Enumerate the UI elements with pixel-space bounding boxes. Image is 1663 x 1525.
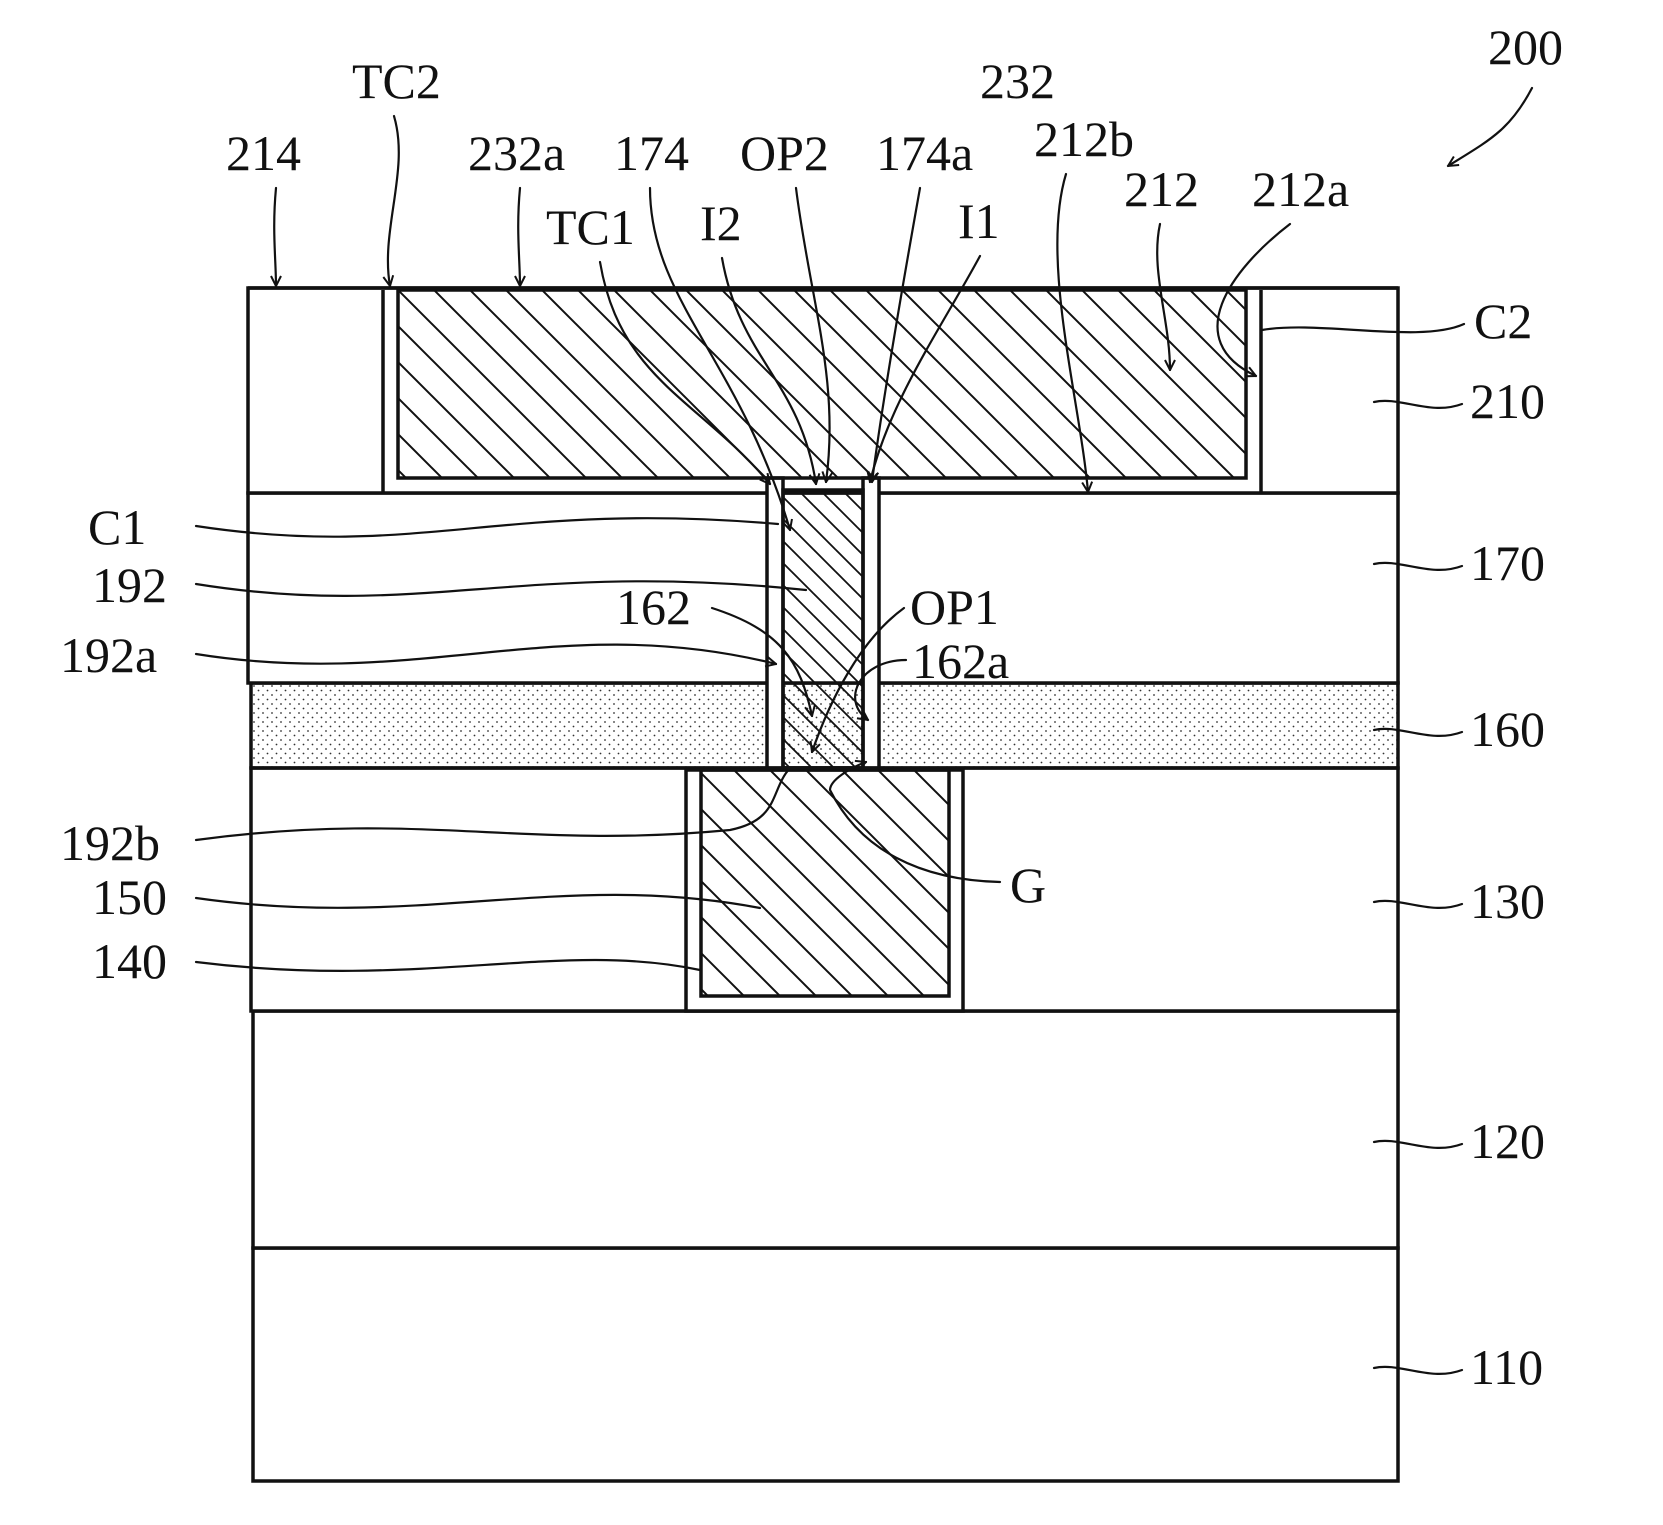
- leader-214: [274, 188, 276, 286]
- leader-tc2: [388, 116, 399, 286]
- label-c2: C2: [1474, 293, 1532, 349]
- label-212a: 212a: [1252, 161, 1349, 217]
- figure-ref-label: 200: [1488, 19, 1563, 75]
- label-120: 120: [1470, 1113, 1545, 1169]
- leader-232a: [518, 188, 520, 286]
- label-170: 170: [1470, 535, 1545, 591]
- fill-150: [701, 770, 949, 996]
- label-140: 140: [92, 933, 167, 989]
- label-174: 174: [614, 125, 689, 181]
- label-212b: 212b: [1034, 111, 1134, 167]
- layer-120: [253, 1011, 1398, 1248]
- label-192: 192: [92, 557, 167, 613]
- label-174a: 174a: [876, 125, 973, 181]
- label-130: 130: [1470, 873, 1545, 929]
- label-162a: 162a: [912, 633, 1009, 689]
- fill-232: [398, 290, 1246, 478]
- label-192b: 192b: [60, 815, 160, 871]
- label-110: 110: [1470, 1339, 1543, 1395]
- label-op2: OP2: [740, 125, 829, 181]
- figure-ref-arrow: [1448, 88, 1532, 166]
- label-g: G: [1010, 857, 1046, 913]
- label-160: 160: [1470, 701, 1545, 757]
- label-i1: I1: [958, 193, 1000, 249]
- label-192a: 192a: [60, 627, 157, 683]
- via-plug-192: [783, 490, 863, 768]
- label-150: 150: [92, 869, 167, 925]
- label-214: 214: [226, 125, 301, 181]
- label-212: 212: [1124, 161, 1199, 217]
- label-c1: C1: [88, 499, 146, 555]
- label-tc1: TC1: [546, 199, 635, 255]
- label-162: 162: [616, 579, 691, 635]
- label-232: 232: [980, 53, 1055, 109]
- via-liner-left: [767, 478, 783, 768]
- layer-110: [253, 1248, 1398, 1481]
- label-op1: OP1: [910, 579, 999, 635]
- label-i2: I2: [700, 195, 742, 251]
- label-210: 210: [1470, 373, 1545, 429]
- label-tc2: TC2: [352, 53, 441, 109]
- via-liner-right: [863, 478, 879, 768]
- label-232a: 232a: [468, 125, 565, 181]
